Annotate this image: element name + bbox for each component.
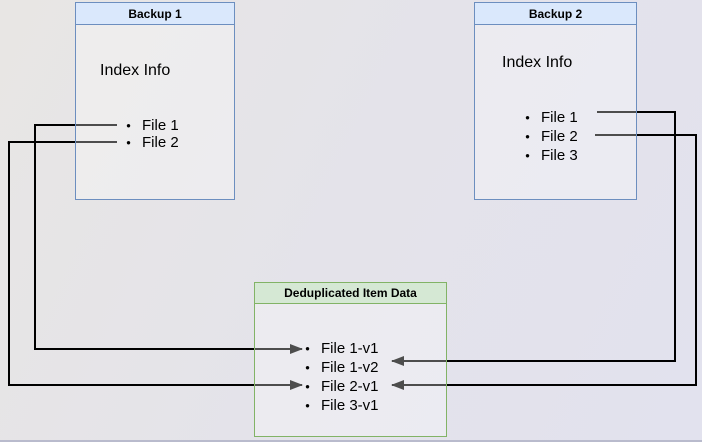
list-item-label: File 2: [142, 134, 179, 151]
bullet-icon: ●: [525, 113, 530, 122]
backup1-title: Backup 1: [76, 3, 234, 25]
bullet-icon: ●: [305, 344, 310, 353]
dedup-box: Deduplicated Item Data ● File 1-v1 ● File 1…: [254, 282, 447, 437]
list-item: ● File 1-v1: [300, 339, 379, 358]
backup2-box: Backup 2 Index Info ● File 1 ● File 2 ● File …: [474, 2, 637, 200]
backup2-index-info-label: Index Info: [502, 54, 573, 71]
bullet-icon: ●: [126, 138, 131, 147]
list-item-label: File 1: [541, 109, 578, 126]
bullet-icon: ●: [525, 151, 530, 160]
dedup-file-list: ● File 1-v1 ● File 1-v2 ● File 2-v1 ● File 3-v1: [300, 339, 379, 415]
bullet-icon: ●: [525, 132, 530, 141]
list-item: ● File 3: [520, 146, 578, 165]
bullet-icon: ●: [305, 401, 310, 410]
list-item-label: File 3-v1: [321, 397, 379, 414]
backup1-file-list: ● File 1 ● File 2: [121, 117, 179, 151]
bullet-icon: ●: [305, 363, 310, 372]
dedup-title: Deduplicated Item Data: [255, 283, 446, 304]
backup1-box: Backup 1 Index Info ● File 1 ● File 2: [75, 2, 235, 200]
backup2-title: Backup 2: [475, 3, 636, 25]
list-item: ● File 2: [520, 127, 578, 146]
backup2-file-list: ● File 1 ● File 2 ● File 3: [520, 108, 578, 165]
window-bottom-edge: [0, 440, 702, 442]
backup1-index-info-label: Index Info: [100, 62, 171, 79]
bullet-icon: ●: [305, 382, 310, 391]
list-item-label: File 1-v2: [321, 359, 379, 376]
list-item: ● File 1: [121, 117, 179, 134]
list-item: ● File 2-v1: [300, 377, 379, 396]
bullet-icon: ●: [126, 121, 131, 130]
list-item: ● File 1: [520, 108, 578, 127]
list-item-label: File 3: [541, 147, 578, 164]
list-item: ● File 2: [121, 134, 179, 151]
list-item-label: File 2-v1: [321, 378, 379, 395]
list-item: ● File 1-v2: [300, 358, 379, 377]
list-item-label: File 1: [142, 117, 179, 134]
list-item-label: File 1-v1: [321, 340, 379, 357]
list-item: ● File 3-v1: [300, 396, 379, 415]
list-item-label: File 2: [541, 128, 578, 145]
